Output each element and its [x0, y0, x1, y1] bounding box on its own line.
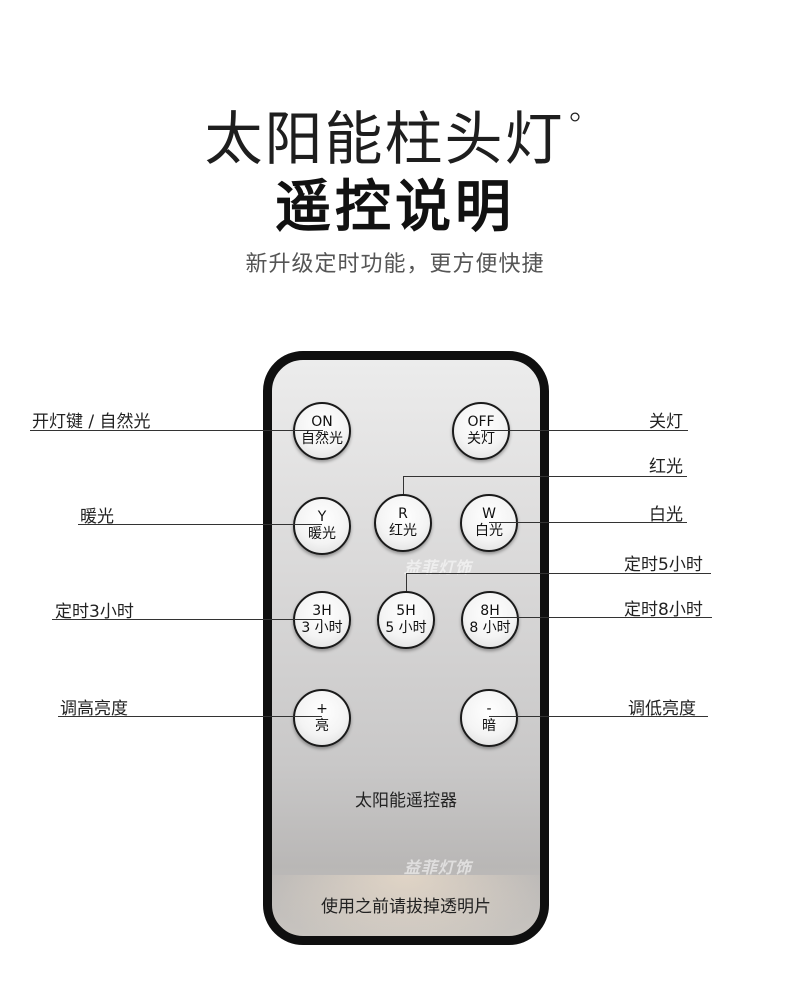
leader-line-timer5-vertical — [406, 573, 407, 593]
brightness-down-button[interactable]: - 暗 — [460, 689, 518, 747]
leader-line-white — [489, 522, 687, 523]
white-light-button-label: W — [482, 506, 496, 522]
white-light-button-sublabel: 白光 — [475, 523, 503, 539]
label-timer-5h: 定时5小时 — [624, 555, 703, 575]
title-text: 太阳能柱头灯 — [204, 105, 565, 173]
on-button-sublabel: 自然光 — [301, 431, 343, 447]
label-brightness-down: 调低亮度 — [628, 699, 696, 719]
brightness-up-button-sublabel: 亮 — [315, 718, 329, 734]
label-brightness-up: 调高亮度 — [60, 699, 128, 719]
red-light-button-label: R — [398, 506, 408, 522]
leader-line-on — [30, 430, 323, 431]
leader-line-warm — [78, 524, 322, 525]
brightness-down-button-sublabel: 暗 — [482, 718, 496, 734]
red-light-button-sublabel: 红光 — [389, 523, 417, 539]
timer-5h-button[interactable]: 5H 5 小时 — [377, 591, 435, 649]
brightness-up-button[interactable]: + 亮 — [293, 689, 351, 747]
leader-line-timer5-horizontal — [406, 573, 711, 574]
page-title-secondary: 遥控说明 — [275, 175, 515, 240]
label-on-natural-light: 开灯键 / 自然光 — [32, 412, 151, 432]
watermark-lower: 益菲灯饰 — [404, 858, 473, 877]
white-light-button[interactable]: W 白光 — [460, 494, 518, 552]
title-mark: ° — [566, 106, 586, 146]
label-white-light: 白光 — [649, 505, 683, 525]
on-button-label: ON — [311, 414, 333, 430]
brightness-down-button-label: - — [486, 701, 492, 717]
page-subtitle: 新升级定时功能，更方便快捷 — [245, 252, 545, 277]
remote-name: 太阳能遥控器 — [355, 791, 457, 811]
timer-8h-button-sublabel: 8 小时 — [469, 620, 511, 636]
warm-light-button-label: Y — [317, 509, 327, 525]
leader-line-timer3 — [52, 619, 322, 620]
off-button-sublabel: 关灯 — [467, 431, 495, 447]
label-warm-light: 暖光 — [80, 507, 114, 527]
brightness-up-button-label: + — [316, 701, 328, 717]
leader-line-red-horizontal — [403, 476, 687, 477]
leader-line-timer8 — [490, 617, 712, 618]
off-button[interactable]: OFF 关灯 — [452, 402, 510, 460]
timer-8h-button-label: 8H — [480, 603, 500, 619]
timer-8h-button[interactable]: 8H 8 小时 — [461, 591, 519, 649]
timer-3h-button[interactable]: 3H 3 小时 — [293, 591, 351, 649]
label-red-light: 红光 — [649, 457, 683, 477]
warm-light-button[interactable]: Y 暖光 — [293, 497, 351, 555]
page-title: 太阳能柱头灯° — [0, 92, 790, 176]
leader-line-red-vertical — [403, 476, 404, 498]
label-timer-3h: 定时3小时 — [55, 602, 134, 622]
timer-5h-button-sublabel: 5 小时 — [385, 620, 427, 636]
leader-line-off — [481, 430, 688, 431]
warm-light-button-sublabel: 暖光 — [308, 526, 336, 542]
on-button[interactable]: ON 自然光 — [293, 402, 351, 460]
timer-5h-button-label: 5H — [396, 603, 416, 619]
leader-line-brightness-up — [58, 716, 322, 717]
watermark-upper: 益菲灯饰 — [404, 558, 473, 577]
timer-3h-button-label: 3H — [312, 603, 332, 619]
label-timer-8h: 定时8小时 — [624, 600, 703, 620]
timer-3h-button-sublabel: 3 小时 — [301, 620, 343, 636]
red-light-button[interactable]: R 红光 — [374, 494, 432, 552]
off-button-label: OFF — [467, 414, 495, 430]
label-off: 关灯 — [649, 412, 683, 432]
leader-line-brightness-down — [489, 716, 708, 717]
remote-note: 使用之前请拔掉透明片 — [321, 897, 491, 917]
